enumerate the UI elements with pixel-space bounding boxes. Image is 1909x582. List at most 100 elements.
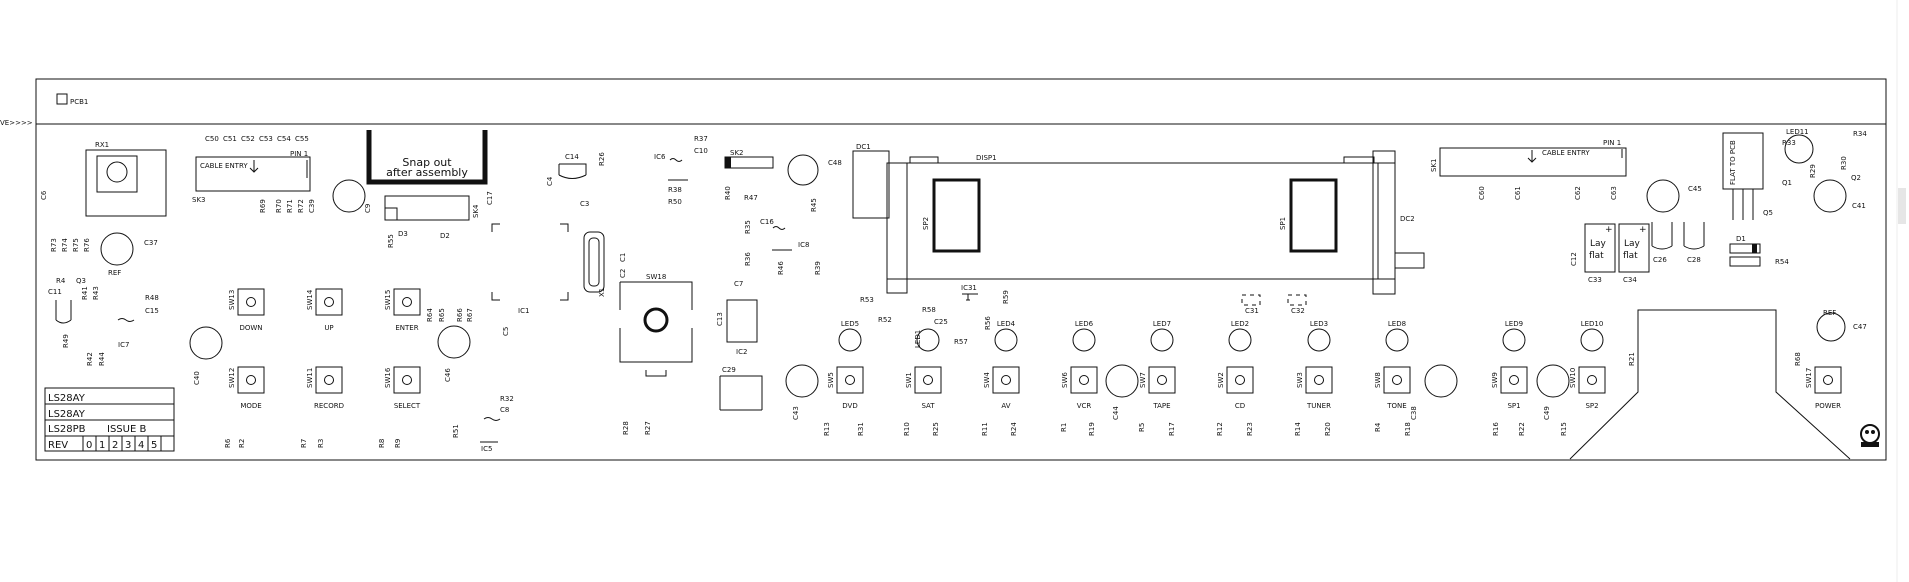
label-r50: R50 — [668, 198, 682, 206]
switch-ref: SW8 — [1374, 372, 1382, 388]
rev-0: 0 — [86, 440, 92, 451]
switch-body — [992, 366, 1020, 394]
led-led2 — [1228, 328, 1252, 352]
label-ic31: IC31 — [961, 284, 977, 292]
switch-label: UP — [324, 324, 333, 332]
c26-capacitor — [1651, 222, 1673, 250]
c34-capacitor — [1618, 223, 1650, 273]
switch-label: POWER — [1815, 402, 1841, 410]
label-c28: C28 — [1687, 256, 1701, 264]
label-c60: C60 — [1478, 186, 1486, 200]
label-c1: C1 — [619, 253, 627, 262]
dc2-outline — [1372, 150, 1396, 295]
switch-body — [836, 366, 864, 394]
switch-actuator — [1392, 375, 1402, 385]
led-led5 — [838, 328, 862, 352]
snap-out-bracket — [366, 130, 488, 185]
label-r10: R10 — [903, 422, 911, 436]
label-disp1: DISP1 — [976, 154, 997, 162]
flat-to-pcb-label: FLAT TO PCB — [1729, 140, 1737, 185]
label-c38: C38 — [1410, 406, 1418, 420]
label-c33: C33 — [1588, 276, 1602, 284]
label-ic8: IC8 — [798, 241, 809, 249]
label-r36: R36 — [744, 252, 752, 266]
label-r16: R16 — [1492, 422, 1500, 436]
label-r18: R18 — [1404, 422, 1412, 436]
label-r65: R65 — [438, 308, 446, 322]
rev-5: 5 — [151, 440, 157, 451]
label-ic2: IC2 — [736, 348, 747, 356]
label-r54: R54 — [1775, 258, 1789, 266]
pcb-tag: PCB1 — [70, 98, 88, 106]
lay-flat-2b: flat — [1623, 251, 1638, 261]
label-c4: C4 — [546, 176, 554, 186]
label-r20: R20 — [1324, 422, 1332, 436]
label-r13: R13 — [823, 422, 831, 436]
switch-body — [393, 366, 421, 394]
label-ic7: IC7 — [118, 341, 129, 349]
c32-outline — [1287, 294, 1307, 306]
led-led6 — [1072, 328, 1096, 352]
switch-actuator — [1079, 375, 1089, 385]
switch-label: RECORD — [314, 402, 344, 410]
scrollbar-thumb[interactable] — [1898, 188, 1906, 224]
label-r75: R75 — [72, 238, 80, 252]
ic6-mark — [669, 158, 683, 162]
label-r71: R71 — [286, 199, 294, 213]
switch-label: DVD — [842, 402, 857, 410]
label-r7: R7 — [300, 439, 308, 448]
label-r70: R70 — [275, 199, 283, 213]
switch-ref: SW3 — [1296, 372, 1304, 388]
lay-flat-1b: flat — [1589, 251, 1604, 261]
sw18-tab — [645, 370, 667, 377]
switch-label: SP2 — [1585, 402, 1598, 410]
label-c16: C16 — [760, 218, 774, 226]
label-q3: Q3 — [76, 277, 86, 285]
switch-ref: SW7 — [1139, 372, 1147, 388]
disp1-tab-left — [909, 156, 939, 164]
label-c41: C41 — [1852, 202, 1866, 210]
switch-ref: SW13 — [228, 290, 236, 310]
label-r68: R68 — [1794, 352, 1802, 366]
label-dc2: DC2 — [1400, 215, 1415, 223]
label-r38: R38 — [668, 186, 682, 194]
label-r56: R56 — [984, 316, 992, 330]
switch-ref: SW14 — [306, 289, 314, 310]
label-r51: R51 — [452, 424, 460, 438]
lay-flat-1a: Lay — [1590, 239, 1607, 249]
switch-actuator — [246, 375, 256, 385]
snap-note-1: Snap out — [402, 156, 452, 169]
c43-capacitor — [785, 364, 819, 398]
label-d3: D3 — [398, 230, 408, 238]
label-c37: C37 — [144, 239, 158, 247]
label-d2: D2 — [440, 232, 450, 240]
rev-2: 2 — [112, 440, 118, 451]
label-c43: C43 — [792, 406, 800, 420]
label-r58: R58 — [922, 306, 936, 314]
label-r64: R64 — [426, 308, 434, 322]
sp1-speaker — [1289, 178, 1338, 253]
switch-actuator — [402, 297, 412, 307]
manufacturer-logo — [1860, 424, 1880, 447]
rx1-body — [85, 149, 167, 217]
label-r5: R5 — [1138, 423, 1146, 432]
led-label: LED9 — [1505, 320, 1523, 328]
switch-label: DOWN — [239, 324, 262, 332]
label-r57: R57 — [954, 338, 968, 346]
label-c8: C8 — [500, 406, 509, 414]
label-c12: C12 — [1570, 252, 1578, 266]
switch-label: ENTER — [395, 324, 418, 332]
label-r43: R43 — [92, 286, 100, 300]
switch-label: CD — [1235, 402, 1245, 410]
label-r40: R40 — [724, 186, 732, 200]
label-r1: R1 — [1060, 423, 1068, 432]
switch-label: MODE — [240, 402, 261, 410]
disp1-left-cap — [886, 162, 908, 294]
label-r35: R35 — [744, 220, 752, 234]
led-label: LED8 — [1388, 320, 1406, 328]
c16-mark — [772, 226, 786, 230]
